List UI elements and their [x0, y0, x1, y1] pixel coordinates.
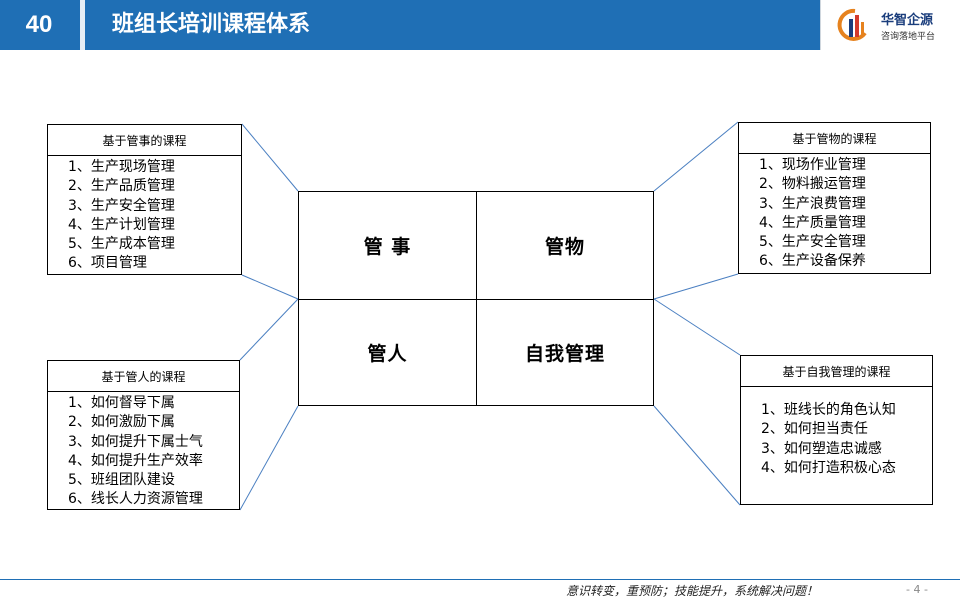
- list-item: 5、生产成本管理: [68, 236, 175, 253]
- connector-line: [653, 298, 741, 356]
- header-bar: 40 班组长培训课程体系 华智企源 咨询落地平台: [0, 0, 960, 50]
- logo: 华智企源 咨询落地平台: [820, 0, 960, 50]
- management-matrix: 管 事 管物 管人 自我管理: [298, 191, 654, 406]
- matrix-cell-people: 管人: [299, 298, 476, 406]
- course-box-affairs: 基于管事的课程 1、生产现场管理 2、生产品质管理 3、生产安全管理 4、生产计…: [47, 124, 242, 275]
- list-item: 3、生产安全管理: [68, 197, 175, 214]
- footer-slogan: 意识转变，重预防；技能提升，系统解决问题！: [566, 584, 819, 598]
- list-item: 1、现场作业管理: [759, 157, 866, 173]
- list-item: 2、如何激励下属: [68, 414, 175, 431]
- list-item: 3、如何提升下属士气: [68, 433, 203, 450]
- course-box-people: 基于管人的课程 1、如何督导下属 2、如何激励下属 3、如何提升下属士气 4、如…: [47, 360, 240, 510]
- course-list: 1、生产现场管理 2、生产品质管理 3、生产安全管理 4、生产计划管理 5、生产…: [48, 156, 241, 274]
- connector-line: [241, 123, 299, 192]
- course-list: 1、班线长的角色认知 2、如何担当责任 3、如何塑造忠诚感 4、如何打造积极心态: [741, 387, 932, 478]
- course-box-title: 基于管物的课程: [739, 123, 930, 154]
- list-item: 3、生产浪费管理: [759, 195, 866, 212]
- list-item: 4、生产计划管理: [68, 216, 175, 233]
- list-item: 2、生产品质管理: [68, 178, 175, 195]
- footer-divider: [0, 579, 960, 580]
- list-item: 1、班线长的角色认知: [761, 402, 896, 418]
- list-item: 1、生产现场管理: [68, 159, 175, 175]
- list-item: 2、如何担当责任: [761, 421, 868, 438]
- connector-line: [241, 274, 299, 300]
- header-divider: [80, 0, 85, 50]
- list-item: 5、生产安全管理: [759, 234, 866, 251]
- footer-page-number: - 4 -: [906, 583, 928, 596]
- connector-line: [653, 121, 739, 192]
- list-item: 6、项目管理: [68, 255, 147, 272]
- matrix-cell-things: 管物: [476, 192, 653, 299]
- connector-line: [239, 298, 299, 361]
- connector-line: [653, 273, 739, 300]
- list-item: 3、如何塑造忠诚感: [761, 440, 882, 457]
- matrix-cell-affairs: 管 事: [363, 235, 412, 258]
- course-list: 1、现场作业管理 2、物料搬运管理 3、生产浪费管理 4、生产质量管理 5、生产…: [739, 154, 930, 272]
- logo-subtitle: 咨询落地平台: [881, 32, 936, 42]
- list-item: 4、生产质量管理: [759, 214, 866, 231]
- connector-line: [653, 405, 741, 506]
- connector-line: [239, 405, 299, 511]
- page-title: 班组长培训课程体系: [112, 12, 311, 37]
- list-item: 1、如何督导下属: [68, 395, 175, 411]
- course-box-self: 基于自我管理的课程 1、班线长的角色认知 2、如何担当责任 3、如何塑造忠诚感 …: [740, 355, 933, 505]
- list-item: 5、班组团队建设: [68, 472, 175, 489]
- list-item: 2、物料搬运管理: [759, 176, 866, 193]
- slide-number: 40: [25, 11, 53, 38]
- logo-icon: [837, 8, 867, 41]
- logo-name: 华智企源: [881, 13, 934, 28]
- matrix-cell-self: 自我管理: [476, 298, 653, 405]
- course-box-title: 基于管事的课程: [48, 125, 241, 156]
- course-box-things: 基于管物的课程 1、现场作业管理 2、物料搬运管理 3、生产浪费管理 4、生产质…: [738, 122, 931, 274]
- course-list: 1、如何督导下属 2、如何激励下属 3、如何提升下属士气 4、如何提升生产效率 …: [48, 392, 239, 510]
- list-item: 4、如何提升生产效率: [68, 452, 203, 469]
- course-box-title: 基于自我管理的课程: [741, 356, 932, 387]
- list-item: 6、生产设备保养: [759, 253, 866, 270]
- list-item: 6、线长人力资源管理: [68, 491, 203, 508]
- course-box-title: 基于管人的课程: [48, 361, 239, 392]
- list-item: 4、如何打造积极心态: [761, 459, 896, 476]
